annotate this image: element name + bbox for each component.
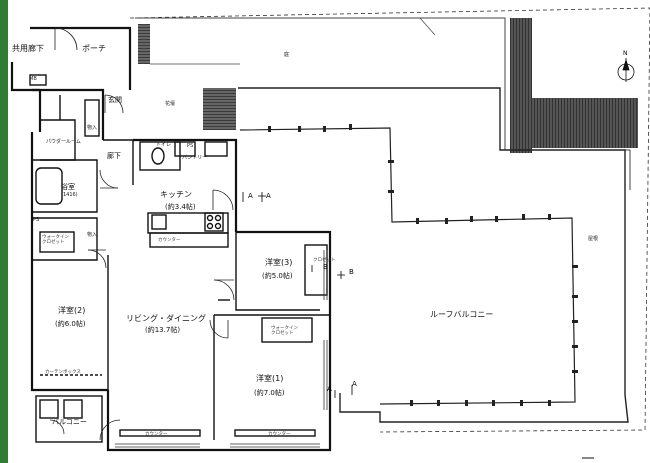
cut-mark-b2: B [349,268,354,276]
label-ps-2: PS [33,217,40,223]
label-common-corridor: 共用廊下 [12,44,44,53]
planter-rail [239,127,576,405]
label-storage-1: 物入 [87,125,98,131]
planting-hatch-3 [203,88,236,130]
label-entrance: 玄関 [108,96,122,104]
door-swings [49,27,235,441]
compass-north-label: N [623,50,628,57]
label-curtain-box: カーテンボックス [45,370,81,375]
label-western-3-area: (約5.0帖) [262,272,293,280]
label-bathroom: 浴室 [61,183,75,191]
windows [115,250,328,448]
cut-lines [242,192,353,398]
label-western-2-area: (約6.0帖) [55,320,86,328]
label-mb: MB [29,76,37,82]
unit-walls [10,26,332,452]
label-western-2: 洋室(2) [58,306,86,315]
planting-hatch-1 [510,18,532,153]
label-bathroom-size: (1416) [61,192,78,198]
label-garden: 庭 [284,52,290,58]
planting-hatch-2 [532,98,638,148]
label-toilet: トイレ [156,142,172,148]
cut-mark-a4: A [352,380,357,388]
label-flower-bed: 花壇 [165,101,176,107]
label-balcony: バルコニー [52,418,87,426]
label-storage-2: 物入 [87,232,98,238]
label-roof-balcony: ルーフバルコニー [430,310,494,319]
label-western-1-area: (約7.0帖) [254,389,285,397]
roof-balcony-outline [238,87,629,423]
label-wic-1: ウォークイン クロゼット [42,235,69,246]
label-closet: クロゼット [313,258,336,263]
edge-strip [0,0,8,463]
inner-walls [29,74,330,443]
label-western-1: 洋室(1) [256,374,284,383]
label-living-area: (約13.7帖) [145,326,181,334]
label-roof: 屋根 [588,236,599,242]
cut-mark-b1: B [323,263,328,271]
rail-posts [268,124,578,406]
label-ps-1: PS [187,143,194,149]
label-pantry: パントリー [182,155,208,161]
label-living: リビング・ダイニング [126,314,206,323]
label-wic-2: ウォークイン クロゼット [271,326,298,337]
label-western-3: 洋室(3) [265,258,293,267]
label-kitchen: キッチン [160,190,192,199]
label-corridor: 廊下 [107,152,121,160]
planting-hatch-4 [138,24,150,64]
label-counter-kitchen: カウンター [158,238,181,243]
compass [617,58,635,82]
label-porch: ポーチ [82,44,106,53]
cut-mark-a3: A [327,385,332,393]
site-boundary [129,7,650,433]
label-powder-room: パウダールーム [46,139,81,145]
cut-mark-a1: A [248,192,253,200]
label-counter-2: カウンター [268,432,291,437]
label-kitchen-area: (約3.4帖) [165,203,196,211]
label-counter-1: カウンター [145,432,168,437]
cut-mark-a2: A [266,192,271,200]
